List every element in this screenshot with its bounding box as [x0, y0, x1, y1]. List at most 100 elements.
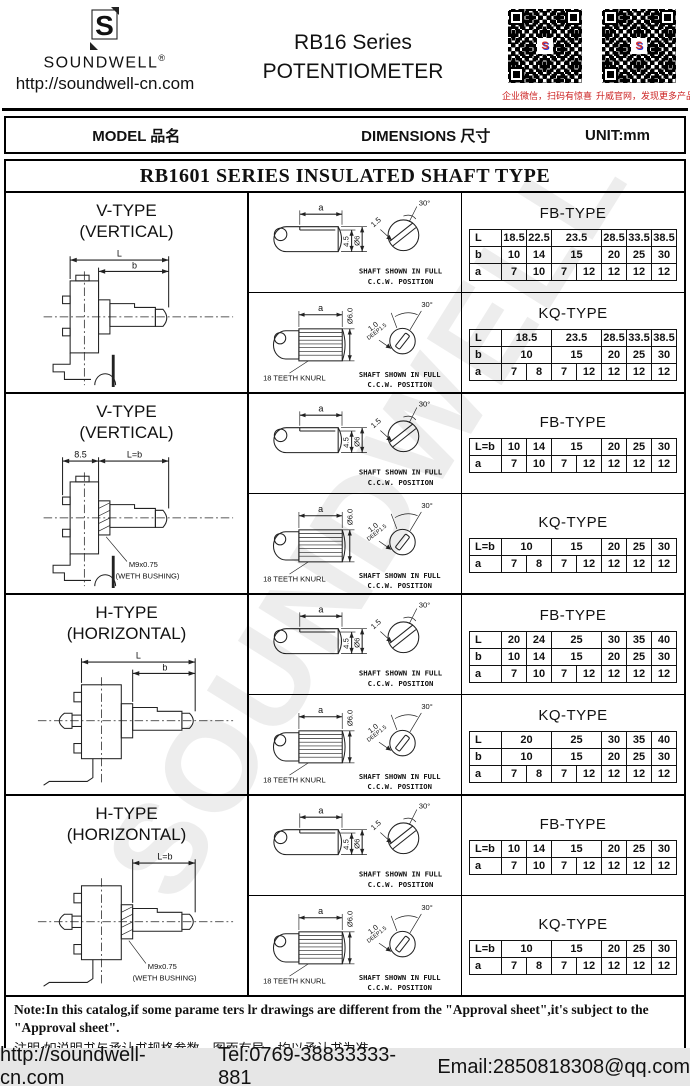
table-cell: a: [469, 764, 502, 783]
type-line2: (HORIZONTAL): [66, 624, 187, 644]
dim-a: a: [298, 504, 343, 528]
dim-L-equals-b: L=b: [98, 449, 170, 508]
table-cell: 12: [601, 555, 627, 573]
type-title: V-TYPE (VERTICAL): [6, 394, 247, 444]
table-cell: 7: [501, 555, 527, 573]
table-cell: 18.5: [501, 228, 527, 247]
fb-type-title: FB-TYPE: [539, 414, 607, 431]
table-cell: a: [469, 957, 502, 975]
table-cell: 28.5: [601, 228, 627, 247]
spec-section: H-TYPE (HORIZONTAL): [6, 796, 684, 997]
table-cell: 12: [626, 455, 652, 473]
shaft-caption-line1: SHAFT SHOWN IN FULL: [359, 468, 443, 477]
table-cell: 12: [576, 455, 602, 473]
bushing-callout: M9x0.75 (WETH BUSHING): [121, 905, 197, 982]
dim-4-5: 4.5: [340, 427, 367, 453]
svg-text:a: a: [318, 303, 323, 313]
type-line2: (HORIZONTAL): [66, 825, 187, 845]
footer-email: Email:2850818308@qq.com: [437, 1055, 690, 1078]
table-cell: 40: [651, 730, 677, 749]
unit-label: UNIT:mm: [584, 126, 650, 144]
table-cell: 7: [551, 857, 577, 875]
table-cell: 12: [576, 555, 602, 573]
table-cell: L: [469, 730, 502, 749]
knurl-callout: 18 TEETH KNURL: [263, 360, 326, 383]
table-cell: 10: [501, 747, 552, 766]
table-cell: 35: [626, 630, 652, 649]
svg-text:Ø6: Ø6: [352, 839, 361, 849]
footer-url: http://soundwell-cn.com: [0, 1044, 146, 1086]
svg-text:a: a: [318, 906, 323, 916]
table-cell: 20: [601, 538, 627, 556]
svg-text:1.5: 1.5: [369, 416, 383, 430]
v-type-drawing: 8.5 L=b 8.5: [43, 449, 234, 588]
dim-b: b: [132, 662, 196, 702]
brand-block: S SOUNDWELL® http://soundwell-cn.com: [6, 2, 204, 106]
svg-text:4.5: 4.5: [342, 437, 351, 448]
table-cell: 10: [526, 455, 552, 473]
table-cell: 25: [626, 940, 652, 958]
table-cell: 7: [501, 957, 527, 975]
table-cell: 30: [651, 747, 677, 766]
table-cell: 33.5: [626, 228, 652, 247]
table-cell: 30: [651, 840, 677, 858]
table-cell: 30: [651, 647, 677, 666]
svg-text:18 TEETH KNURL: 18 TEETH KNURL: [263, 374, 326, 383]
soundwell-logo-icon: S: [90, 7, 119, 50]
type-panel: V-TYPE (VERTICAL): [6, 394, 249, 593]
fb-shaft-drawing: a 4.5: [273, 802, 443, 889]
kq-shaft-drawing: a Ø6.0 18 TEETH KNURL: [263, 702, 441, 791]
dim-8-5: 8.5: [62, 449, 99, 495]
dim-dia-6: Ø6.0: [342, 509, 355, 563]
note-english-line1: Note:In this catalog,if some parame ters…: [14, 1002, 649, 1017]
table-cell: 30: [651, 245, 677, 264]
table-cell: a: [469, 664, 502, 683]
table-cell: 7: [551, 455, 577, 473]
table-cell: 15: [551, 840, 602, 858]
registered-mark: ®: [158, 53, 167, 63]
table-cell: 12: [601, 764, 627, 783]
brand-url: http://soundwell-cn.com: [15, 74, 195, 94]
table-cell: 7: [551, 664, 577, 683]
table-cell: 15: [551, 438, 602, 456]
table-cell: L=b: [469, 438, 502, 456]
table-cell: 15: [551, 747, 602, 766]
dim-dia-6: Ø6: [352, 628, 365, 654]
note-english-line2: "Approval sheet".: [14, 1019, 120, 1035]
kq-shaft-drawing-cell: a Ø6.0 18 TEETH KNURL: [249, 896, 462, 995]
shaft-spec-area: a 4.5: [249, 394, 684, 593]
table-cell: 7: [501, 764, 527, 783]
svg-text:4.5: 4.5: [342, 839, 351, 850]
spec-section: H-TYPE (HORIZONTAL): [6, 595, 684, 796]
shaft-caption-line1: SHAFT SHOWN IN FULL: [359, 571, 441, 580]
svg-text:Ø6.0: Ø6.0: [346, 911, 355, 927]
svg-text:1.5: 1.5: [369, 215, 383, 229]
svg-text:30°: 30°: [419, 400, 431, 409]
kq-half: a Ø6.0 18 TEETH KNURL: [249, 494, 684, 593]
kq-type-title: KQ-TYPE: [538, 514, 608, 531]
svg-text:a: a: [318, 705, 323, 715]
type-line1: H-TYPE: [95, 603, 158, 622]
shaft-cross-section: 30° 1.5: [369, 199, 430, 252]
table-cell: 12: [626, 857, 652, 875]
shaft-caption-line2: C.C.W. POSITION: [368, 880, 434, 889]
svg-text:M9x0.75: M9x0.75: [148, 962, 177, 971]
spec-section: V-TYPE (VERTICAL): [6, 394, 684, 595]
shaft-caption-line1: SHAFT SHOWN IN FULL: [359, 370, 441, 379]
qr-center-logo: S: [631, 38, 647, 54]
type-line1: V-TYPE: [96, 402, 157, 421]
table-cell: 12: [651, 857, 677, 875]
svg-text:30°: 30°: [421, 300, 432, 309]
table-cell: 25: [626, 647, 652, 666]
svg-text:L=b: L=b: [157, 851, 172, 861]
